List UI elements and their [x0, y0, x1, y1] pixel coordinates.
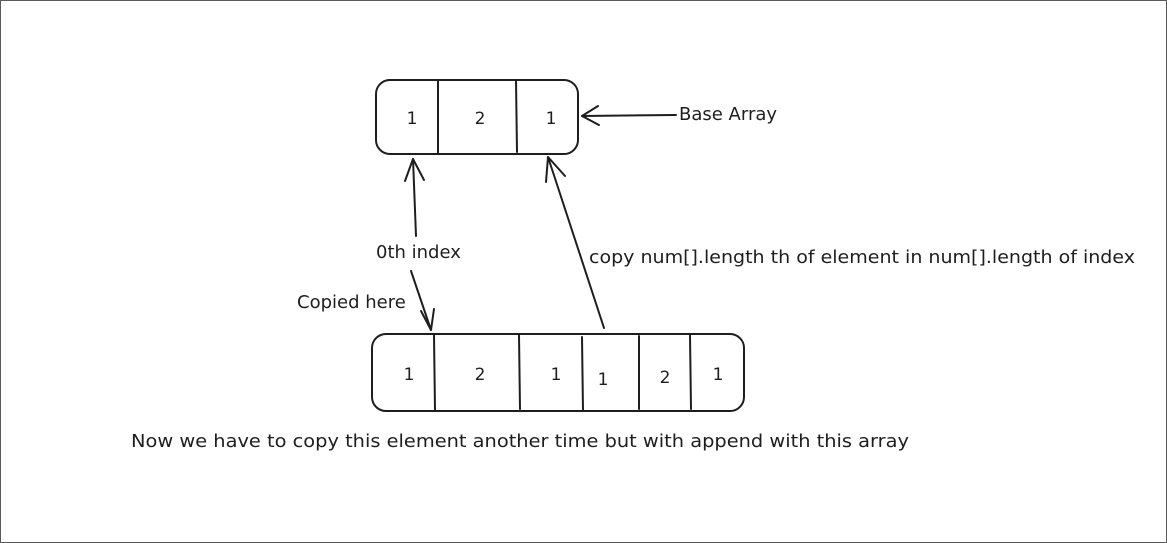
base-array-cell-2: 1 — [546, 109, 557, 129]
copy-note-label: copy num[].length th of element in num[]… — [589, 247, 1135, 268]
arrow-shaft — [410, 270, 432, 331]
result-array-box — [371, 333, 745, 412]
result-array-cell-1: 2 — [475, 365, 486, 385]
arrow-shaft — [412, 158, 417, 237]
footer-note: Now we have to copy this element another… — [131, 431, 909, 452]
arrow-shaft — [547, 156, 605, 329]
result-array-cell-2: 1 — [551, 365, 562, 385]
result-array-divider — [689, 334, 692, 410]
base-array-divider — [515, 79, 518, 153]
result-array-divider — [518, 334, 521, 410]
zeroth-index-label: 0th index — [376, 242, 461, 263]
copy-length-arrow — [545, 156, 605, 329]
copied-here-label: Copied here — [297, 292, 406, 313]
base-array-arrow — [581, 105, 677, 126]
zeroth-index-arrow — [404, 158, 425, 237]
copied-here-arrow — [410, 270, 435, 331]
result-array-cell-5: 1 — [713, 365, 724, 385]
arrow-shaft — [581, 114, 677, 117]
result-array-divider — [433, 334, 436, 411]
base-array-cell-0: 1 — [407, 109, 418, 129]
base-array-label: Base Array — [679, 104, 777, 125]
base-array: 1 2 1 — [375, 79, 579, 155]
arrow-head — [545, 156, 566, 183]
result-array-cell-4: 2 — [660, 368, 671, 388]
base-array-box — [375, 79, 579, 155]
arrow-head — [404, 158, 425, 182]
result-array-cell-3: 1 — [598, 370, 609, 390]
result-array-divider — [581, 336, 584, 412]
arrow-head — [420, 308, 435, 331]
arrow-head — [581, 105, 600, 126]
result-array: 1 2 1 1 2 1 — [371, 333, 745, 412]
result-array-cell-0: 1 — [404, 365, 415, 385]
base-array-cell-1: 2 — [475, 109, 486, 129]
